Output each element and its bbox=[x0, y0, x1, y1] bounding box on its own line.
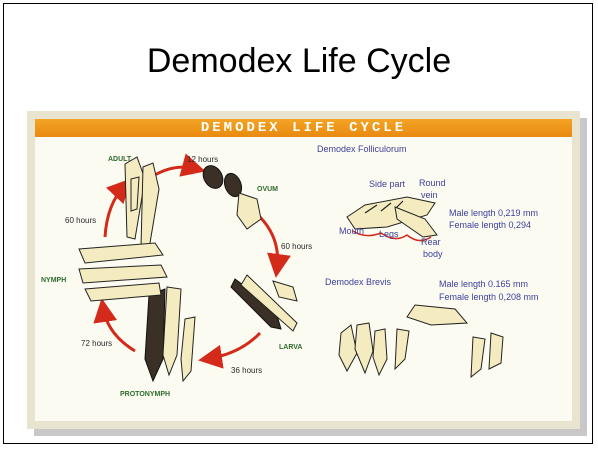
duration-72-hours: 72 hours bbox=[81, 339, 112, 348]
duration-60-hours-left: 60 hours bbox=[65, 216, 96, 225]
protonymph-group bbox=[145, 287, 195, 381]
label-legs: Legs bbox=[379, 229, 399, 239]
stage-adult: ADULT bbox=[108, 156, 132, 163]
brevis-male-length: Male length 0.165 mm bbox=[439, 279, 528, 289]
ovum-group bbox=[199, 162, 261, 229]
label-rear-line2: body bbox=[423, 249, 443, 259]
life-cycle-figure: DEMODEX LIFE CYCLE bbox=[27, 111, 580, 429]
label-rear-line1: Rear bbox=[421, 237, 441, 247]
arrow-nymph-to-adult bbox=[105, 185, 125, 237]
slide-title: Demodex Life Cycle bbox=[0, 42, 598, 81]
stage-ovum: OVUM bbox=[257, 186, 278, 193]
stage-nymph: NYMPH bbox=[41, 277, 66, 284]
brevis-mites bbox=[339, 305, 503, 377]
stage-larva: LARVA bbox=[279, 344, 302, 351]
adult-mites bbox=[125, 157, 159, 249]
arrow-larva-to-protonymph bbox=[207, 333, 260, 359]
duration-36-hours: 36 hours bbox=[231, 366, 262, 375]
life-cycle-illustration: ADULT OVUM LARVA PROTONYMPH NYMPH 12 hou… bbox=[35, 119, 572, 421]
label-round-line2: vein bbox=[421, 190, 438, 200]
nymph-group bbox=[79, 243, 167, 301]
larva-group bbox=[231, 275, 297, 331]
arrow-adult-to-ovum bbox=[153, 167, 197, 176]
brevis-female-length: Female length 0,208 mm bbox=[439, 292, 539, 302]
folliculorum-title: Demodex Folliculorum bbox=[317, 144, 407, 154]
duration-60-hours-right: 60 hours bbox=[281, 242, 312, 251]
label-round-line1: Round bbox=[419, 178, 446, 188]
folliculorum-female-length: Female length 0,294 bbox=[449, 220, 531, 230]
brevis-title: Demodex Brevis bbox=[325, 277, 392, 287]
arrow-ovum-to-larva bbox=[260, 217, 278, 269]
figure-canvas: DEMODEX LIFE CYCLE bbox=[35, 119, 572, 421]
duration-12-hours: 12 hours bbox=[187, 155, 218, 164]
label-side-part: Side part bbox=[369, 179, 406, 189]
label-mouth: Mouth bbox=[339, 226, 364, 236]
stage-protonymph: PROTONYMPH bbox=[120, 391, 170, 398]
folliculorum-male-length: Male length 0,219 mm bbox=[449, 208, 538, 218]
